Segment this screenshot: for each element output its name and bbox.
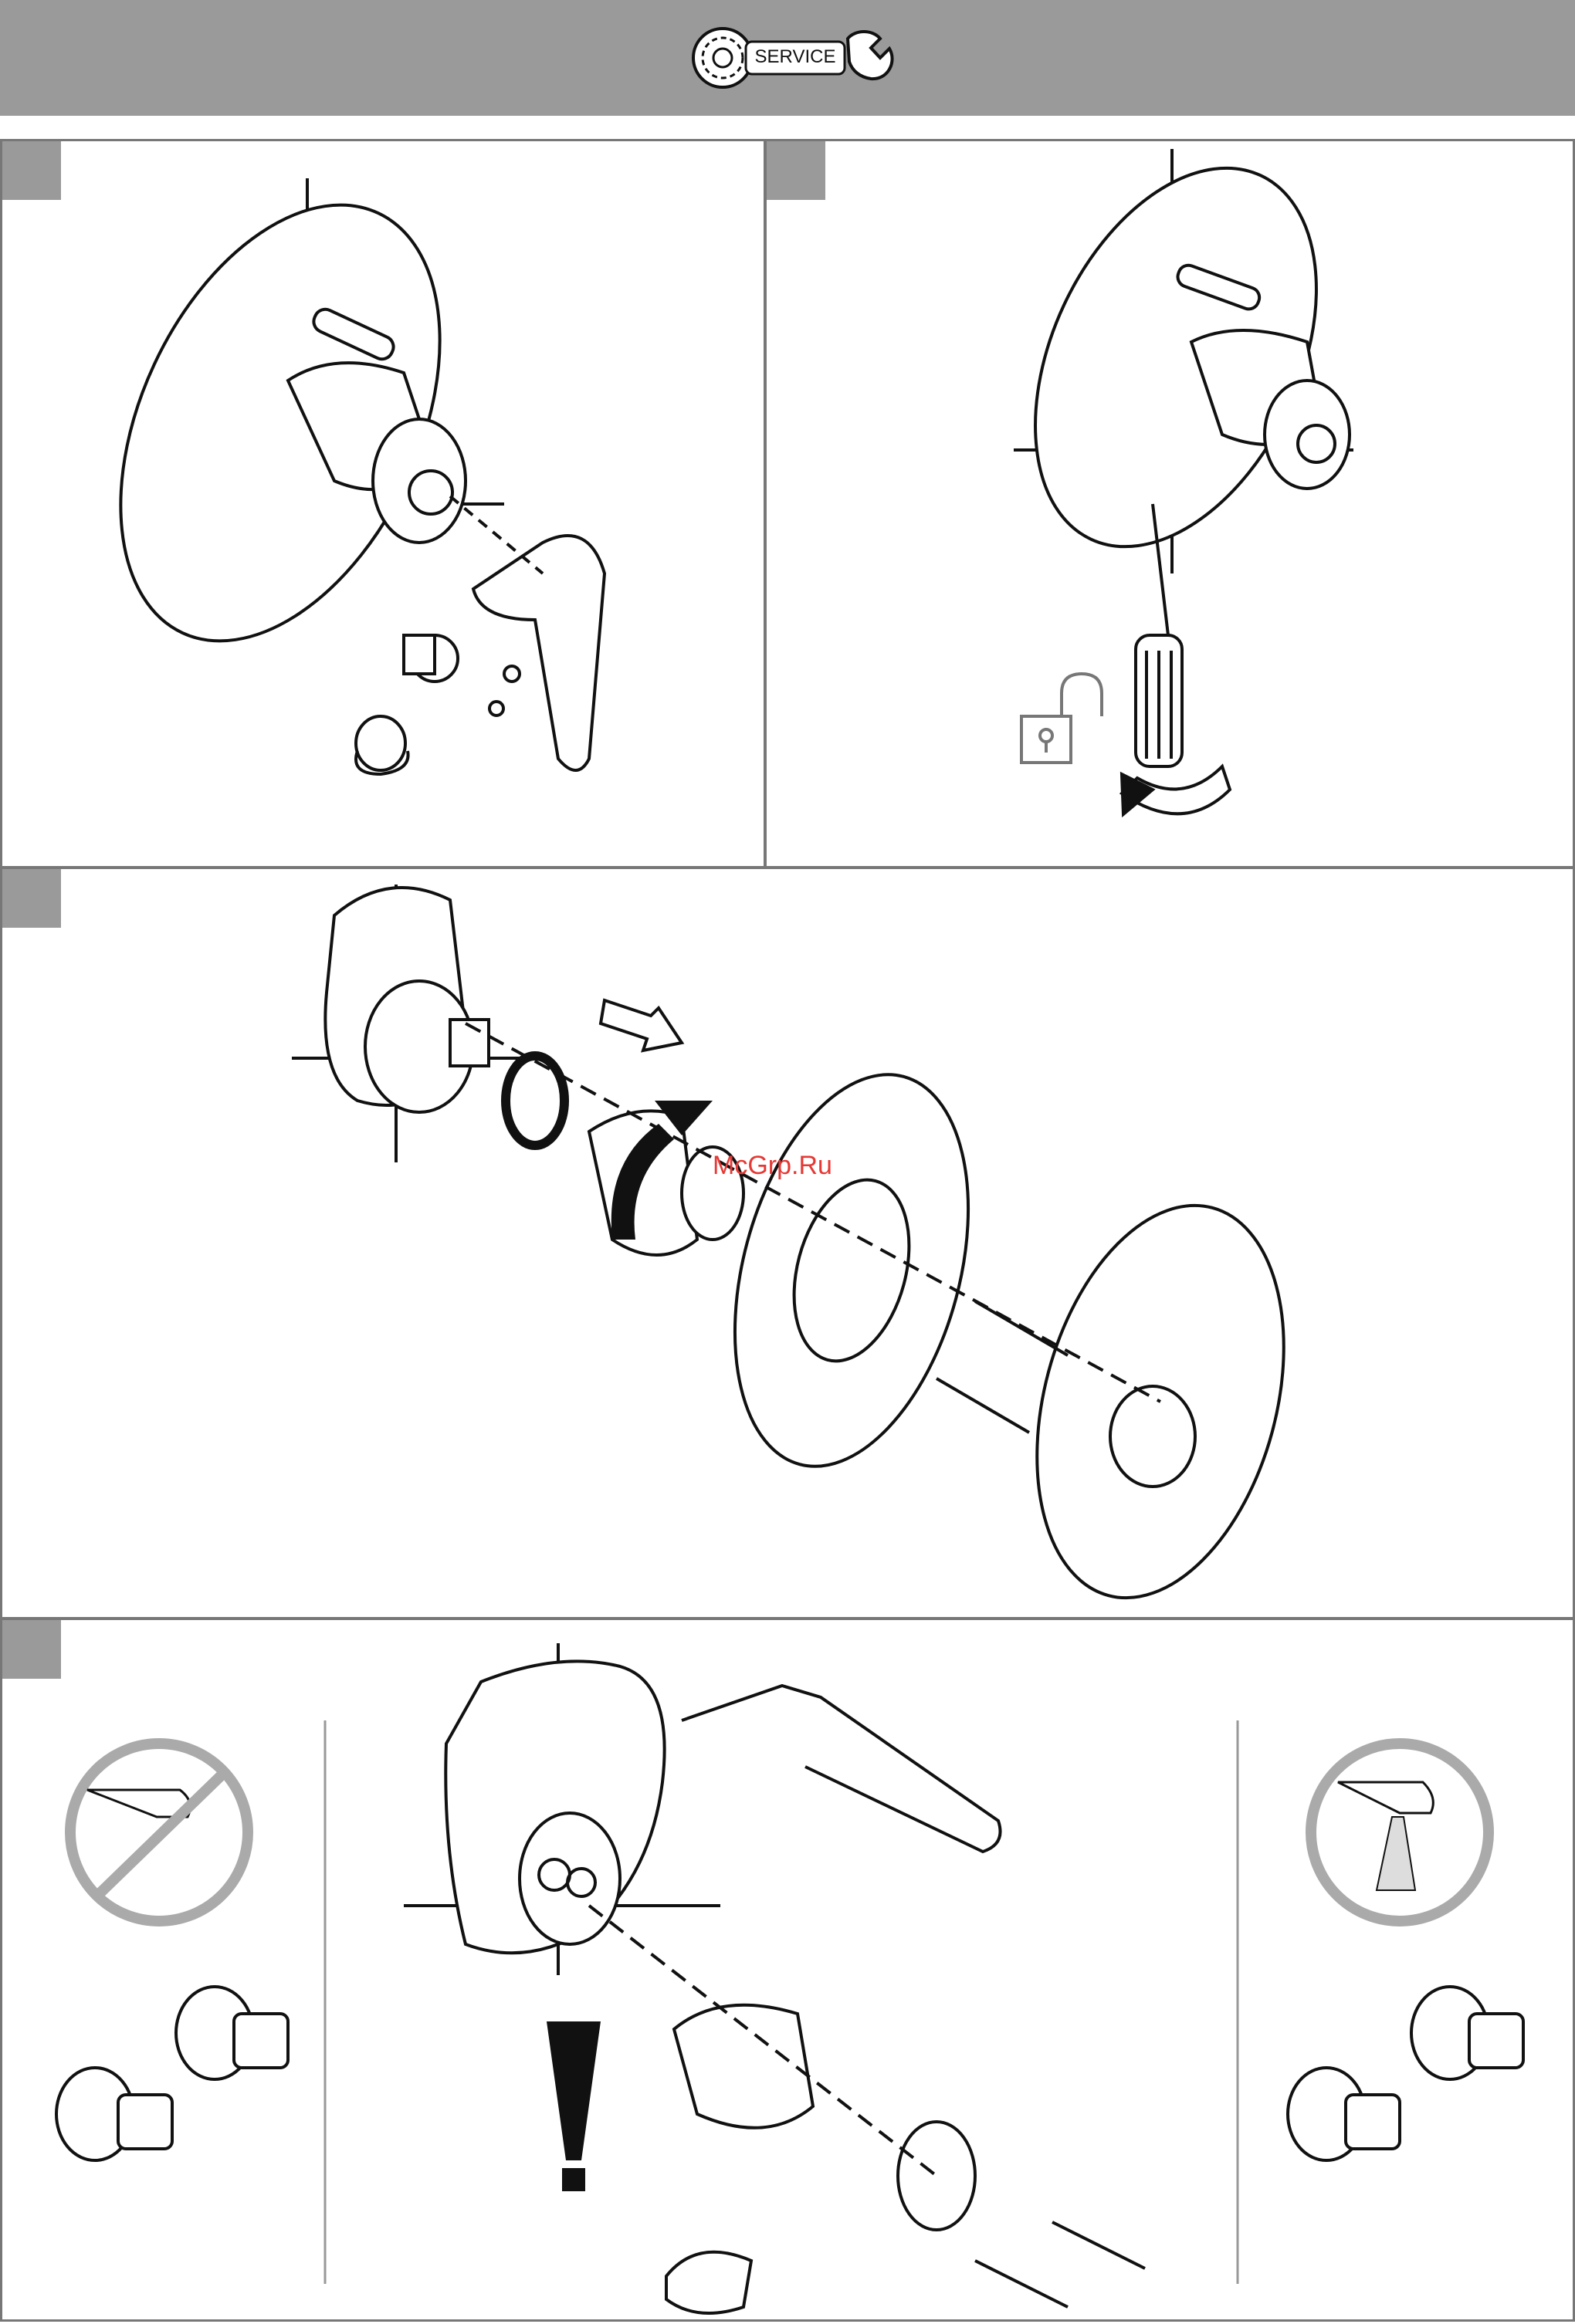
panel-step-3: McGrp.Ru xyxy=(0,867,1575,1619)
watermark: McGrp.Ru xyxy=(713,1151,832,1181)
screwdriver-illustration xyxy=(767,141,1575,871)
service-label: SERVICE xyxy=(750,46,840,68)
cartridge-replacement-illustration xyxy=(2,1620,1575,2324)
handle-removal-illustration xyxy=(2,141,768,871)
rotate-counterclockwise-icon xyxy=(1122,766,1230,814)
panel-step-1 xyxy=(0,139,766,868)
panel-step-2 xyxy=(764,139,1575,868)
water-flow-icon xyxy=(1311,1744,1489,1921)
pull-arrow-icon xyxy=(601,1000,682,1050)
panel-step-4 xyxy=(0,1618,1575,2322)
warning-icon xyxy=(547,2021,601,2191)
no-water-icon xyxy=(70,1744,248,1921)
unlock-icon xyxy=(1021,674,1102,763)
wrench-icon xyxy=(848,32,892,79)
gear-icon xyxy=(693,29,752,87)
service-header: SERVICE xyxy=(0,0,1575,116)
escutcheon-removal-illustration xyxy=(2,869,1575,1622)
